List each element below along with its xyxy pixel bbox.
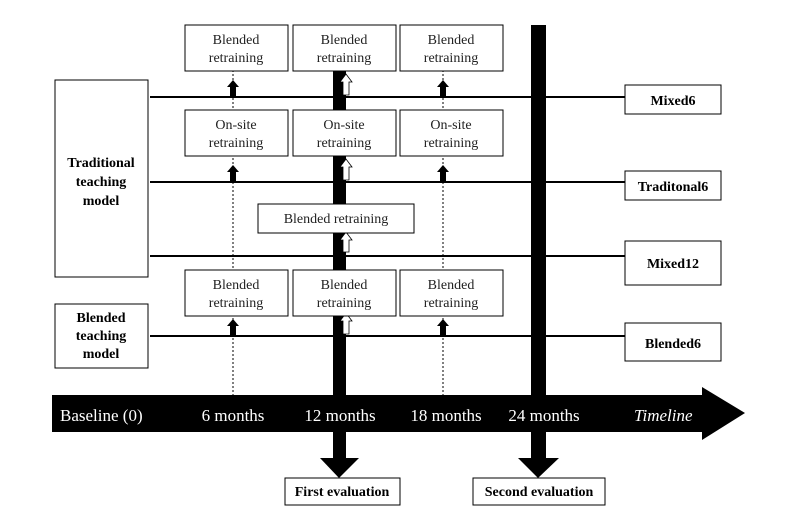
arrow-12-months-icon [320,458,359,478]
timeline-label-baseline: Baseline (0) [60,406,143,425]
svg-text:Blended: Blended [213,278,260,293]
svg-text:teaching: teaching [76,175,127,190]
up-arrows-18-months [437,80,449,336]
timeline-label-24-months: 24 months [508,406,579,425]
group-box-mixed12: Mixed12 [624,240,722,286]
svg-text:Blended6: Blended6 [645,337,701,352]
svg-text:Blended: Blended [213,33,260,48]
svg-text:Traditonal6: Traditonal6 [638,180,709,195]
svg-text:retraining: retraining [317,136,371,151]
retraining-row-3: Blended retraining [257,203,415,234]
svg-text:Blended: Blended [321,33,368,48]
retraining-row-4: Blended retraining Blended retraining Bl… [184,269,504,317]
first-evaluation-box: First evaluation [284,477,401,506]
svg-text:retraining: retraining [317,51,371,66]
up-arrows-12-months [339,73,353,335]
svg-text:First evaluation: First evaluation [295,485,390,500]
svg-text:Mixed12: Mixed12 [647,257,699,272]
group-box-mixed6: Mixed6 [624,84,722,115]
svg-text:Blended: Blended [428,278,475,293]
svg-text:teaching: teaching [76,329,127,344]
svg-text:Mixed6: Mixed6 [650,94,695,109]
up-arrows-6-months [227,80,239,336]
svg-text:Blended: Blended [321,278,368,293]
group-box-blended6: Blended6 [624,322,722,362]
svg-text:model: model [83,194,120,209]
svg-text:retraining: retraining [424,51,478,66]
svg-text:retraining: retraining [209,296,263,311]
svg-text:retraining: retraining [424,136,478,151]
svg-text:retraining: retraining [317,296,371,311]
retraining-row-1: Blended retraining Blended retraining Bl… [184,24,504,72]
timeline-label-12-months: 12 months [304,406,375,425]
group-box-traditional6: Traditonal6 [624,170,722,201]
svg-text:retraining: retraining [424,296,478,311]
timeline-title: Timeline [634,406,693,425]
svg-text:Blended: Blended [428,33,475,48]
svg-text:retraining: retraining [209,136,263,151]
traditional-teaching-model-box: Traditional teaching model [54,79,149,278]
svg-text:Second evaluation: Second evaluation [485,485,594,500]
timeline-arrow: Baseline (0) 6 months 12 months 18 month… [52,387,745,440]
svg-text:On-site: On-site [215,118,256,133]
svg-text:On-site: On-site [323,118,364,133]
bar-24-months [531,25,546,458]
timeline-label-6-months: 6 months [202,406,265,425]
svg-text:Blended retraining: Blended retraining [284,212,389,227]
svg-text:Traditional: Traditional [67,156,135,171]
blended-teaching-model-box: Blended teaching model [54,303,149,369]
timeline-label-18-months: 18 months [410,406,481,425]
svg-text:Blended: Blended [76,311,125,326]
second-evaluation-box: Second evaluation [472,477,606,506]
svg-text:On-site: On-site [430,118,471,133]
svg-text:retraining: retraining [209,51,263,66]
arrow-24-months-icon [518,458,559,478]
retraining-row-2: On-site retraining On-site retraining On… [184,109,504,157]
svg-text:model: model [83,347,120,362]
